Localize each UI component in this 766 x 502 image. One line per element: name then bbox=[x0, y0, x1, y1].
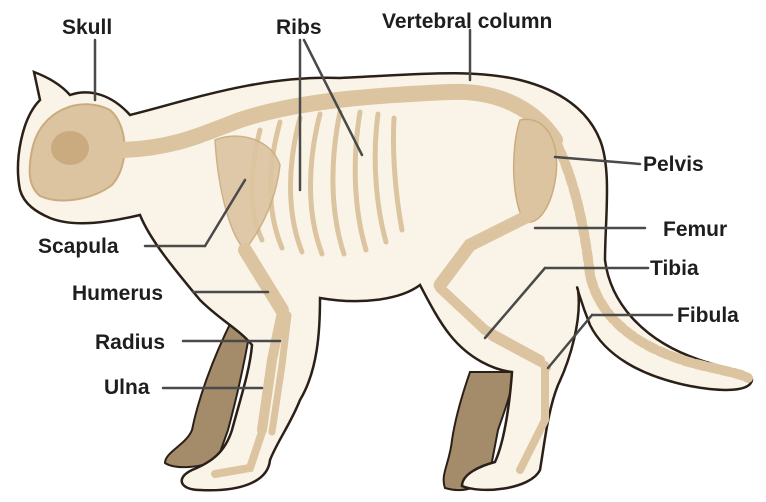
label-femur: Femur bbox=[663, 219, 727, 240]
label-vertebral-column: Vertebral column bbox=[382, 11, 552, 32]
label-scapula: Scapula bbox=[38, 236, 119, 257]
label-pelvis: Pelvis bbox=[643, 154, 704, 175]
label-tibia: Tibia bbox=[650, 258, 699, 279]
label-ulna: Ulna bbox=[104, 377, 150, 398]
label-skull: Skull bbox=[62, 17, 112, 38]
label-humerus: Humerus bbox=[72, 283, 163, 304]
label-ribs: Ribs bbox=[276, 17, 322, 38]
label-fibula: Fibula bbox=[677, 305, 739, 326]
label-radius: Radius bbox=[95, 332, 165, 353]
